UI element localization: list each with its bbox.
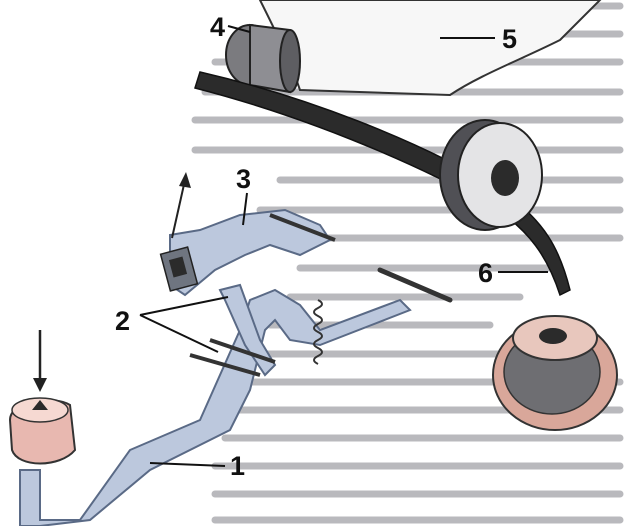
key-lever bbox=[19, 288, 412, 526]
callout-label-2: 2 bbox=[115, 306, 130, 336]
callout-label-5: 5 bbox=[502, 24, 517, 54]
callout-label-4: 4 bbox=[210, 12, 225, 42]
ribbon-spool-lower bbox=[492, 315, 618, 431]
leader-2a bbox=[139, 296, 229, 316]
key-cap bbox=[8, 397, 77, 465]
press-down-arrow bbox=[33, 330, 47, 392]
leader-1 bbox=[149, 462, 226, 467]
ribbon-spool-upper bbox=[439, 119, 543, 231]
callout-label-1: 1 bbox=[230, 451, 245, 481]
pivot-pin-middle bbox=[209, 338, 276, 364]
pivot-pin-upper bbox=[269, 213, 336, 242]
strike-up-arrow bbox=[171, 172, 191, 239]
type-bar bbox=[169, 208, 332, 297]
paper-sheet bbox=[258, 0, 602, 97]
leader-3 bbox=[242, 192, 248, 226]
guide-rod bbox=[377, 267, 453, 303]
return-spring bbox=[313, 299, 323, 365]
ink-ribbon bbox=[194, 71, 571, 297]
leader-2b bbox=[139, 314, 219, 353]
leader-4 bbox=[227, 25, 251, 33]
typeface-head bbox=[159, 246, 199, 292]
intermediate-lever bbox=[218, 283, 277, 377]
callout-label-6: 6 bbox=[478, 258, 493, 288]
callout-label-3: 3 bbox=[236, 164, 251, 194]
pivot-pin-lower bbox=[189, 353, 261, 377]
